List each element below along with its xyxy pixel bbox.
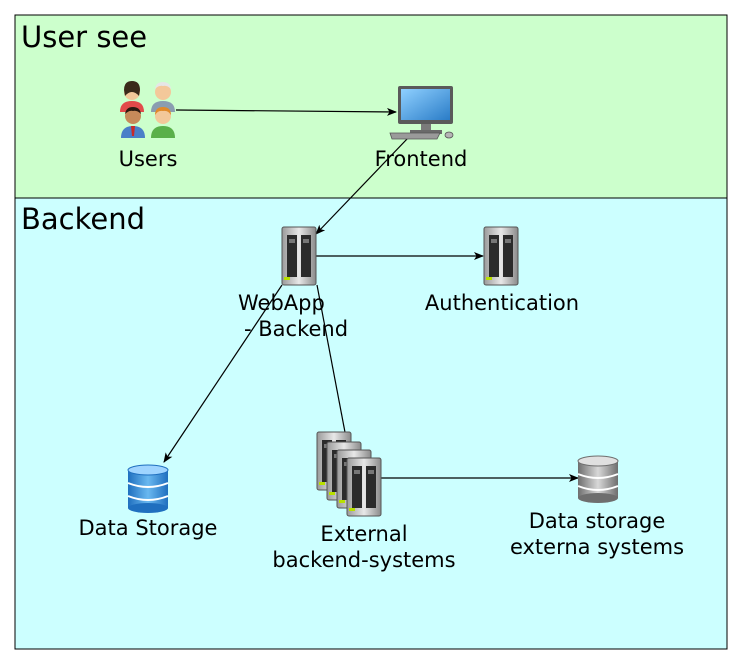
backend-zone-title: Backend (21, 202, 146, 236)
edge-users-frontend (175, 107, 397, 116)
webapp-server-icon (281, 226, 317, 286)
database-icon (127, 464, 169, 513)
edge-webapp-external (316, 284, 351, 449)
users-label: Users (118, 147, 178, 171)
edge-webapp-datastorage (163, 284, 283, 463)
users-group-icon (120, 81, 175, 138)
authentication-server-icon (483, 226, 519, 286)
desktop-computer-icon (389, 86, 454, 140)
external-backend-label: External backend-systems (254, 521, 474, 573)
webapp-label-line1: WebApp (238, 291, 325, 315)
external-storage-label: Data storage externa systems (492, 508, 702, 560)
edges (163, 107, 579, 482)
user-zone-title: User see (21, 20, 148, 54)
webapp-label: WebApp - Backend (238, 290, 348, 342)
external-backend-label-line2: backend-systems (272, 548, 456, 572)
external-backend-label-line1: External (320, 522, 408, 546)
webapp-label-line2: - Backend (244, 317, 349, 341)
data-storage-label: Data Storage (78, 516, 218, 540)
backend-zone (14, 197, 728, 650)
authentication-label: Authentication (424, 291, 580, 315)
external-storage-label-line1: Data storage (528, 509, 666, 533)
database-icon (577, 455, 619, 503)
edge-frontend-webapp (315, 137, 409, 235)
frontend-label: Frontend (374, 147, 468, 171)
external-storage-label-line2: externa systems (509, 535, 685, 559)
